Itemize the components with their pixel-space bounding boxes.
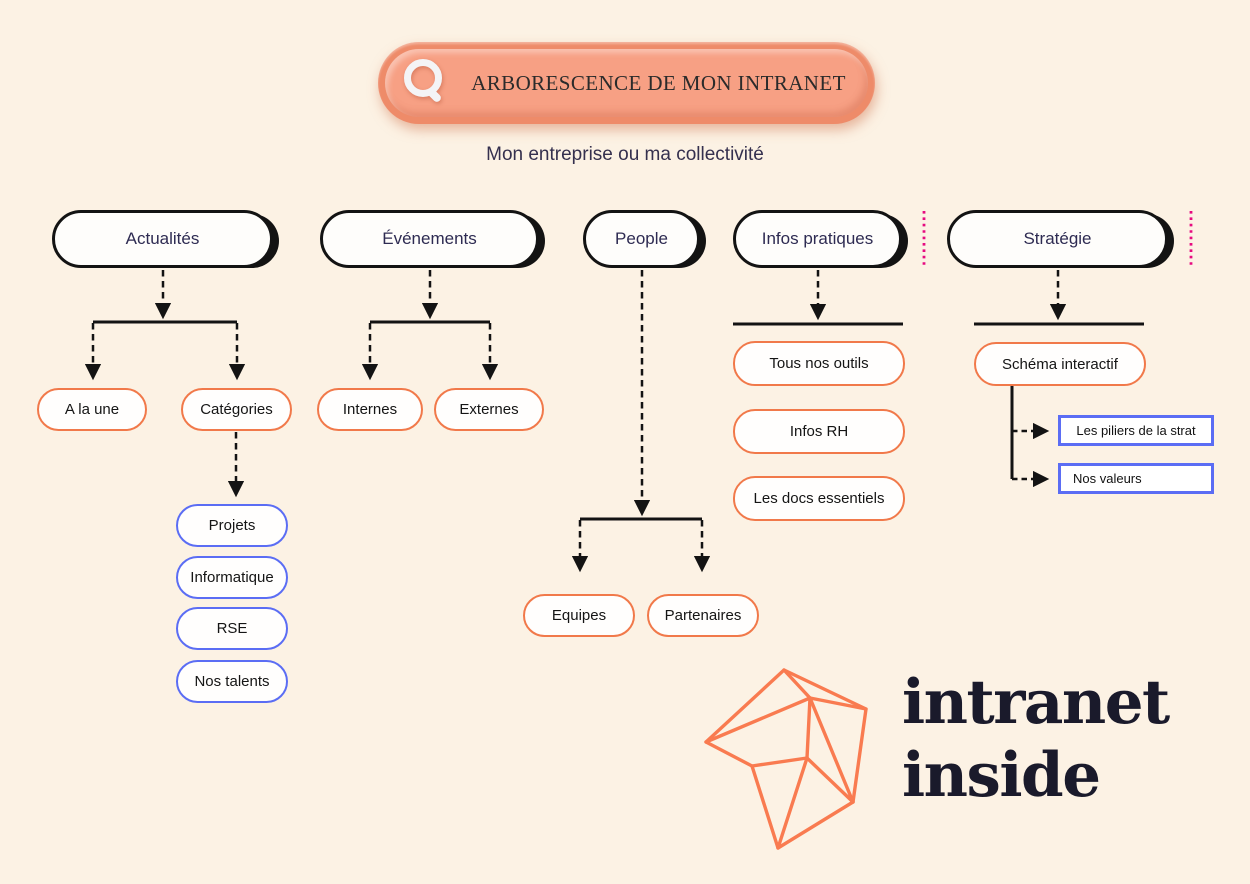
page-title: ARBORESCENCE DE MON INTRANET	[471, 70, 846, 95]
node-partenaires: Partenaires	[647, 594, 759, 637]
node-projets: Projets	[176, 504, 288, 547]
node-categories: Catégories	[181, 388, 292, 431]
node-nos-talents: Nos talents	[176, 660, 288, 703]
intranet-inside-gem-logo-icon	[704, 668, 868, 850]
node-a-la-une: A la une	[37, 388, 147, 431]
node-actualites: Actualités	[52, 210, 273, 268]
node-strategie: Stratégie	[947, 210, 1168, 268]
intranet-inside-wordmark: intranet inside	[902, 666, 1170, 812]
search-icon	[402, 57, 446, 104]
node-people: People	[583, 210, 700, 268]
node-schema-interactif: Schéma interactif	[974, 342, 1146, 386]
logo-line2: inside	[902, 740, 1101, 811]
node-les-docs-essentiels: Les docs essentiels	[733, 476, 905, 521]
node-equipes: Equipes	[523, 594, 635, 637]
node-rse: RSE	[176, 607, 288, 650]
diagram-title-banner-inner: ARBORESCENCE DE MON INTRANET	[385, 49, 868, 117]
node-tous-nos-outils: Tous nos outils	[733, 341, 905, 386]
diagram-subtitle: Mon entreprise ou ma collectivité	[486, 144, 764, 165]
node-internes: Internes	[317, 388, 423, 431]
diagram-title-banner: ARBORESCENCE DE MON INTRANET	[378, 42, 875, 124]
node-infos-pratiques: Infos pratiques	[733, 210, 902, 268]
node-evenements: Événements	[320, 210, 539, 268]
node-nos-valeurs: Nos valeurs	[1058, 463, 1214, 494]
node-infos-rh: Infos RH	[733, 409, 905, 454]
node-externes: Externes	[434, 388, 544, 431]
logo-line1: intranet	[902, 667, 1170, 738]
node-informatique: Informatique	[176, 556, 288, 599]
node-les-piliers-de-la-strat: Les piliers de la strat	[1058, 415, 1214, 446]
